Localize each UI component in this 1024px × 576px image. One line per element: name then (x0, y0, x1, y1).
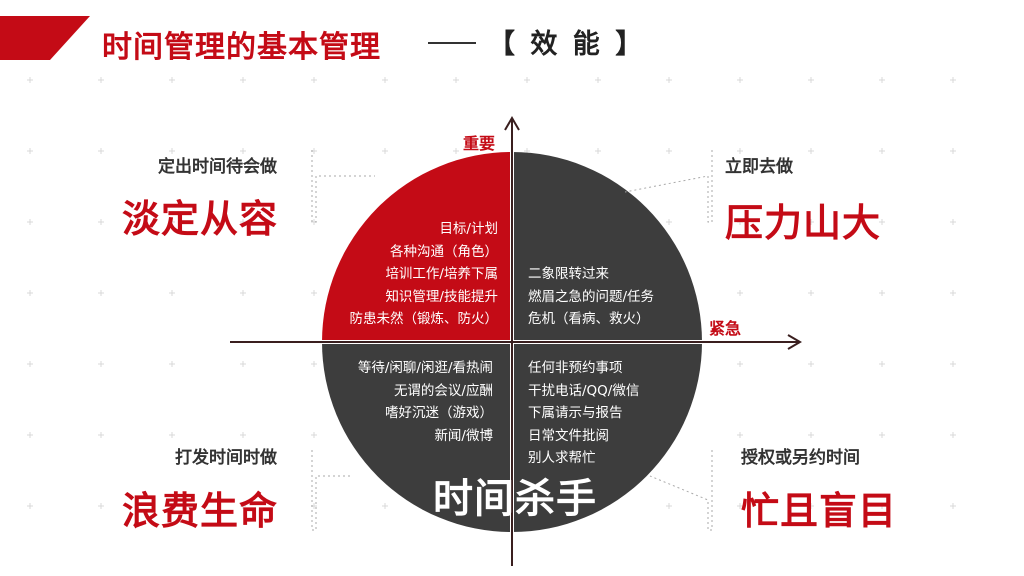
list-item: 等待/闲聊/闲逛/看热闹 (357, 360, 493, 376)
list-item: 新闻/微博 (434, 427, 493, 444)
connector-top-right (624, 150, 713, 223)
axis-label-urgent: 紧急 (709, 319, 742, 338)
bottom-left-subtitle: 打发时间时做 (175, 448, 277, 468)
list-item: 危机（看病、救火） (528, 311, 650, 327)
bottom-left-items: 等待/闲聊/闲逛/看热闹 无谓的会议/应酬 嗜好沉迷（游戏） 新闻/微博 (358, 357, 493, 447)
horizontal-axis-arrow (787, 334, 802, 350)
top-left-headline: 淡定从容 (122, 197, 279, 241)
bottom-right-headline: 忙且盲目 (741, 489, 898, 533)
bottom-left-headline: 浪费生命 (122, 489, 279, 533)
list-item: 日常文件批阅 (528, 427, 609, 444)
quadrant-bottom-left-wedge (322, 342, 512, 532)
list-item: 干扰电话/QQ/微信 (528, 382, 640, 399)
list-item: 下属请示与报告 (528, 405, 623, 421)
list-item: 别人求帮忙 (528, 450, 596, 466)
connector-top-left (311, 150, 375, 223)
list-item: 各种沟通（角色） (390, 243, 498, 260)
list-item: 任何非预约事项 (528, 360, 623, 376)
list-item: 燃眉之急的问题/任务 (528, 288, 655, 305)
list-item: 培训工作/培养下属 (385, 266, 498, 282)
quadrant-bottom-right-wedge (512, 342, 702, 532)
top-left-subtitle: 定出时间待会做 (158, 157, 277, 177)
top-right-items: 二象限转过来 燃眉之急的问题/任务 危机（看病、救火） (528, 263, 654, 331)
top-left-items: 目标/计划 各种沟通（角色） 培训工作/培养下属 知识管理/技能提升 防患未然（… (350, 218, 499, 331)
title-dash (428, 42, 476, 44)
connector-bottom-left (311, 450, 350, 531)
list-item: 二象限转过来 (528, 266, 609, 282)
time-killer-label: 时间杀手 (433, 476, 597, 522)
list-item: 知识管理/技能提升 (385, 288, 498, 305)
page-title: 时间管理的基本管理 (102, 30, 381, 65)
list-item: 目标/计划 (439, 221, 498, 237)
axis-label-important: 重要 (463, 134, 496, 153)
bottom-right-items: 任何非预约事项 干扰电话/QQ/微信 下属请示与报告 日常文件批阅 别人求帮忙 (528, 357, 639, 470)
header-accent-bar (0, 16, 90, 60)
quadrant-top-right-wedge (512, 152, 702, 342)
list-item: 无谓的会议/应酬 (393, 382, 493, 399)
list-item: 防患未然（锻炼、防火） (349, 311, 499, 327)
bottom-right-subtitle: 授权或另约时间 (741, 448, 860, 468)
list-item: 嗜好沉迷（游戏） (385, 405, 493, 421)
top-right-subtitle: 立即去做 (725, 157, 793, 177)
quadrant-top-left-wedge (322, 152, 512, 342)
title-tag: 【 效 能 】 (488, 29, 646, 60)
top-right-headline: 压力山大 (725, 201, 882, 245)
vertical-axis-arrow (504, 116, 520, 131)
